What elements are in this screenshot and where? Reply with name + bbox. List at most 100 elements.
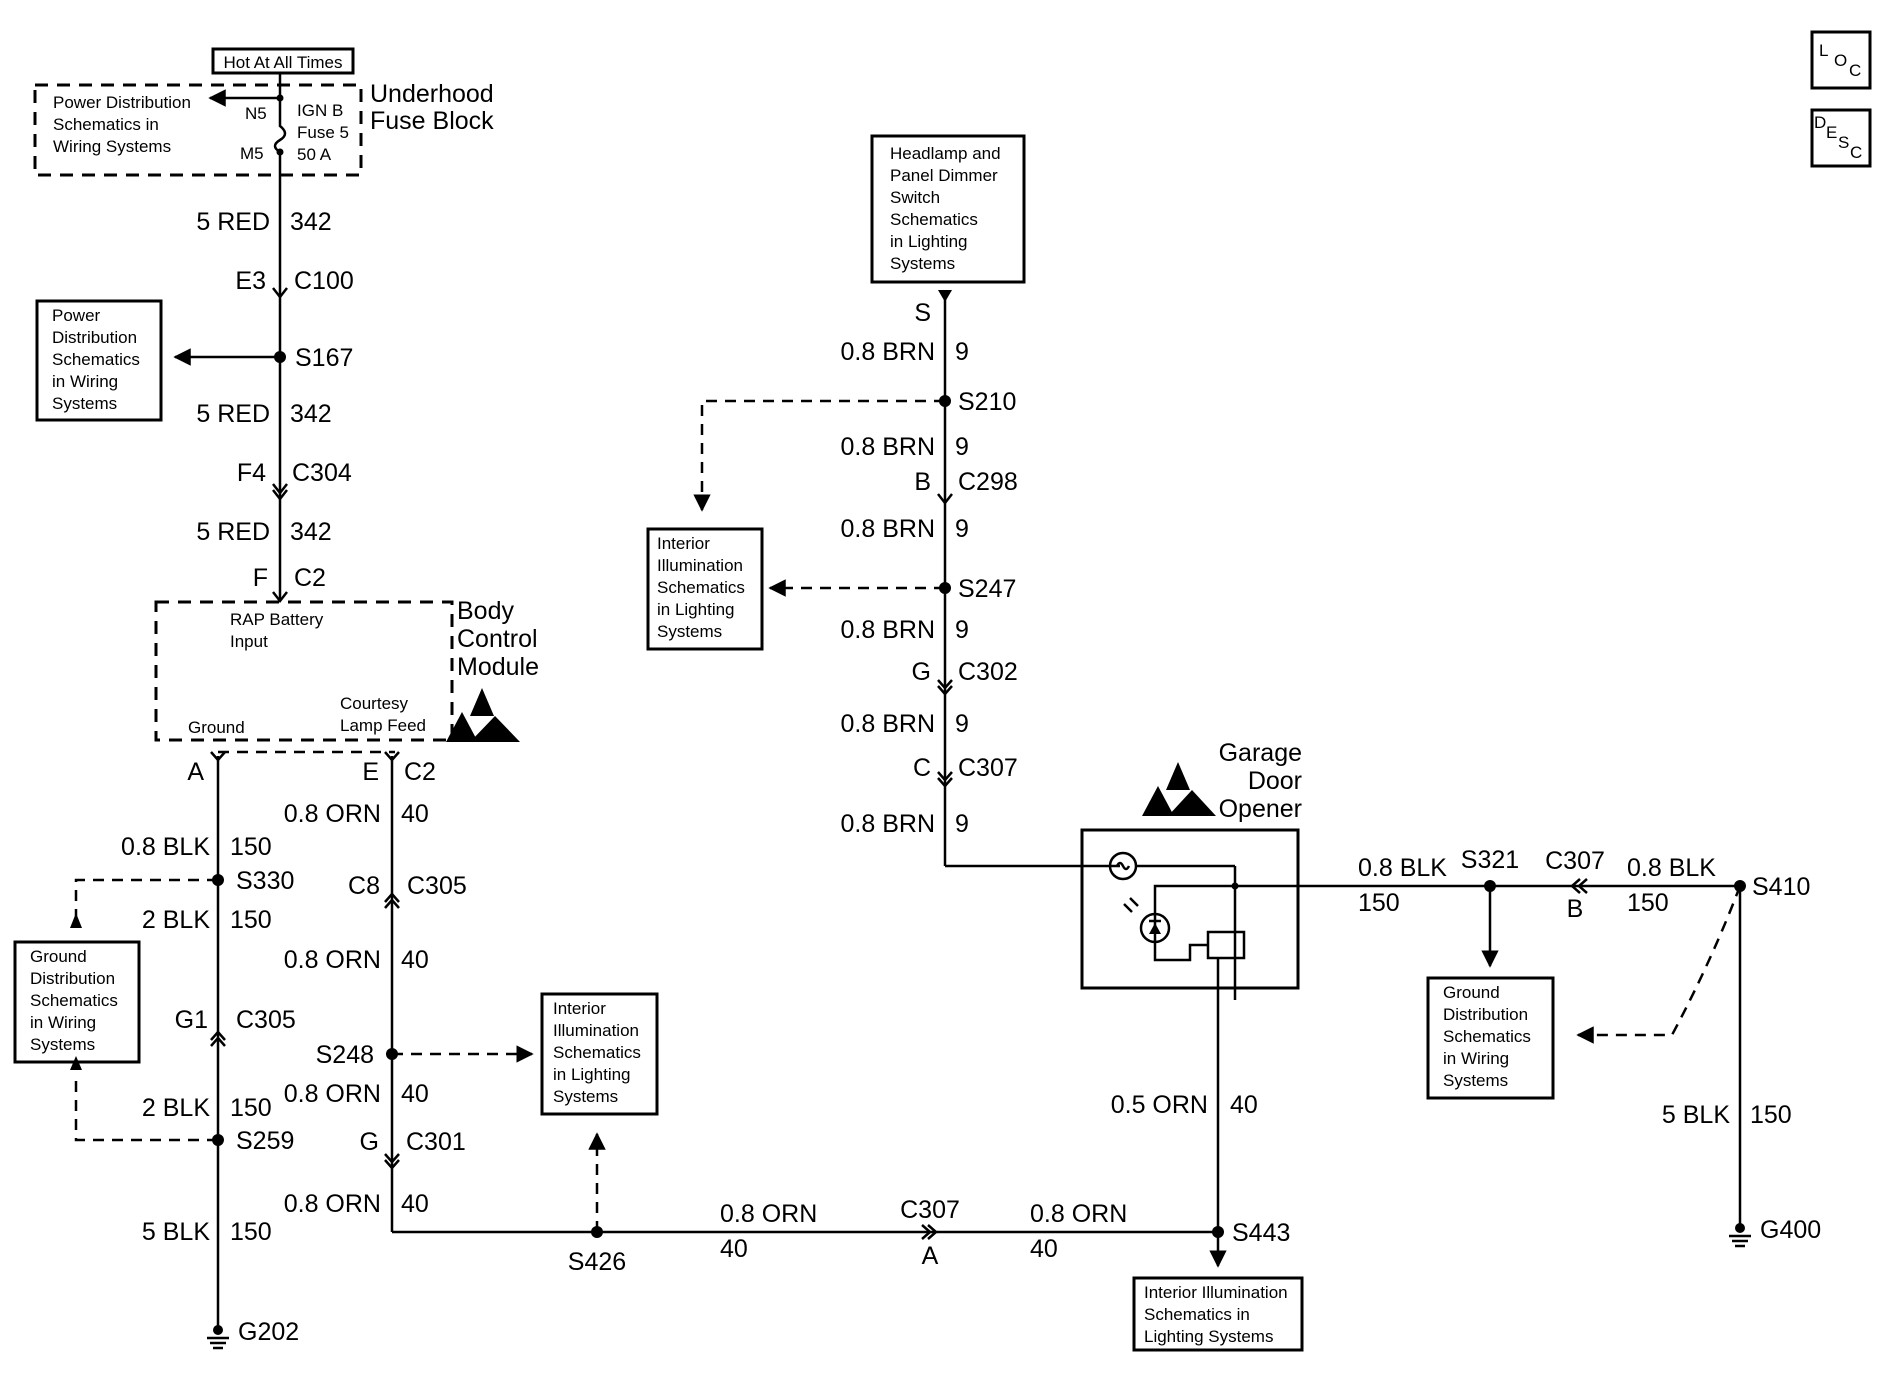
- svg-text:in Wiring: in Wiring: [30, 1013, 96, 1032]
- svg-text:342: 342: [290, 518, 332, 546]
- svg-text:G: G: [360, 1128, 379, 1156]
- underhood-fuse-block: Underhood Fuse Block Power Distribution …: [33, 80, 494, 177]
- svg-text:B: B: [914, 468, 931, 496]
- headlamp-dimmer-ref-box: Headlamp and Panel Dimmer Switch Schemat…: [870, 134, 1026, 284]
- svg-text:C100: C100: [294, 267, 354, 295]
- svg-text:9: 9: [955, 338, 969, 366]
- svg-text:Ground: Ground: [188, 718, 245, 737]
- svg-text:Distribution: Distribution: [52, 328, 137, 347]
- svg-text:C: C: [913, 754, 931, 782]
- svg-text:S259: S259: [236, 1127, 294, 1155]
- svg-text:50 A: 50 A: [297, 145, 332, 164]
- svg-text:Lamp Feed: Lamp Feed: [340, 716, 426, 735]
- svg-text:150: 150: [230, 833, 272, 861]
- svg-text:9: 9: [955, 810, 969, 838]
- svg-text:0.8 BRN: 0.8 BRN: [841, 515, 935, 543]
- svg-text:Schematics: Schematics: [52, 350, 140, 369]
- svg-text:G1: G1: [175, 1006, 208, 1034]
- esd-warning-icon-2: [1142, 762, 1216, 816]
- svg-text:342: 342: [290, 208, 332, 236]
- svg-text:S: S: [914, 299, 931, 327]
- svg-text:0.8 BRN: 0.8 BRN: [841, 616, 935, 644]
- svg-text:0.8 BRN: 0.8 BRN: [841, 433, 935, 461]
- svg-text:RAP Battery: RAP Battery: [230, 610, 324, 629]
- svg-text:0.8 ORN: 0.8 ORN: [1030, 1200, 1127, 1228]
- svg-text:0.8 BLK: 0.8 BLK: [121, 833, 210, 861]
- svg-text:5 RED: 5 RED: [196, 400, 270, 428]
- svg-text:Power Distribution: Power Distribution: [53, 93, 191, 112]
- svg-text:C2: C2: [294, 564, 326, 592]
- svg-text:C305: C305: [407, 872, 467, 900]
- svg-text:G202: G202: [238, 1318, 299, 1346]
- interior-illumination-ref-box-1: Interior Illumination Schematics in Ligh…: [540, 992, 659, 1116]
- svg-text:9: 9: [955, 433, 969, 461]
- svg-text:Interior Illumination: Interior Illumination: [1144, 1283, 1288, 1302]
- hot-at-all-times-label: Hot At All Times: [211, 47, 355, 75]
- svg-text:S410: S410: [1752, 873, 1810, 901]
- svg-text:S210: S210: [958, 388, 1016, 416]
- svg-text:Wiring Systems: Wiring Systems: [53, 137, 171, 156]
- svg-text:C: C: [1849, 61, 1861, 80]
- esd-warning-icon: [446, 688, 520, 742]
- svg-text:F4: F4: [237, 459, 266, 487]
- svg-text:40: 40: [1030, 1235, 1058, 1263]
- svg-text:9: 9: [955, 616, 969, 644]
- svg-text:S: S: [1838, 133, 1849, 152]
- svg-text:0.8 ORN: 0.8 ORN: [284, 1190, 381, 1218]
- svg-text:0.8 ORN: 0.8 ORN: [284, 1080, 381, 1108]
- svg-text:S248: S248: [316, 1041, 374, 1069]
- svg-text:0.8 ORN: 0.8 ORN: [284, 800, 381, 828]
- svg-text:150: 150: [1358, 889, 1400, 917]
- svg-text:Ground: Ground: [30, 947, 87, 966]
- svg-text:C: C: [1850, 143, 1862, 162]
- location-icon[interactable]: L O C: [1810, 30, 1872, 90]
- description-icon[interactable]: D E S C: [1810, 108, 1872, 168]
- svg-text:C304: C304: [292, 459, 352, 487]
- svg-text:E3: E3: [235, 267, 266, 295]
- svg-text:C302: C302: [958, 658, 1018, 686]
- svg-text:0.8 BLK: 0.8 BLK: [1627, 854, 1716, 882]
- svg-text:0.5 ORN: 0.5 ORN: [1111, 1091, 1208, 1119]
- svg-text:150: 150: [1750, 1101, 1792, 1129]
- svg-text:S247: S247: [958, 575, 1016, 603]
- svg-text:Systems: Systems: [890, 254, 955, 273]
- svg-text:Distribution: Distribution: [1443, 1005, 1528, 1024]
- ground-g202-icon: [207, 1325, 229, 1350]
- svg-text:Schematics in: Schematics in: [53, 115, 159, 134]
- svg-text:S167: S167: [295, 344, 353, 372]
- svg-text:S443: S443: [1232, 1219, 1290, 1247]
- svg-text:5 RED: 5 RED: [196, 518, 270, 546]
- svg-text:0.8 BRN: 0.8 BRN: [841, 710, 935, 738]
- svg-text:150: 150: [230, 1218, 272, 1246]
- svg-text:40: 40: [401, 1190, 429, 1218]
- svg-text:E: E: [1826, 123, 1837, 142]
- svg-text:Fuse Block: Fuse Block: [370, 107, 494, 135]
- power-distribution-ref-box: Power Distribution Schematics in Wiring …: [35, 299, 163, 422]
- svg-text:Panel Dimmer: Panel Dimmer: [890, 166, 998, 185]
- svg-text:Schematics: Schematics: [553, 1043, 641, 1062]
- svg-text:E: E: [362, 758, 379, 786]
- svg-text:S321: S321: [1461, 846, 1519, 874]
- fuse-symbol: [273, 100, 287, 168]
- svg-text:Power: Power: [52, 306, 101, 325]
- svg-text:in Wiring: in Wiring: [52, 372, 118, 391]
- svg-text:40: 40: [401, 946, 429, 974]
- svg-text:0.8 BLK: 0.8 BLK: [1358, 854, 1447, 882]
- svg-text:C307: C307: [958, 754, 1018, 782]
- svg-text:O: O: [1834, 51, 1847, 70]
- svg-text:C298: C298: [958, 468, 1018, 496]
- svg-text:Body: Body: [457, 597, 514, 625]
- svg-text:Module: Module: [457, 653, 539, 681]
- svg-text:Headlamp and: Headlamp and: [890, 144, 1001, 163]
- svg-text:0.8 BRN: 0.8 BRN: [841, 810, 935, 838]
- svg-text:Lighting Systems: Lighting Systems: [1144, 1327, 1273, 1346]
- svg-text:5 RED: 5 RED: [196, 208, 270, 236]
- svg-text:C305: C305: [236, 1006, 296, 1034]
- svg-text:Illumination: Illumination: [553, 1021, 639, 1040]
- svg-text:Illumination: Illumination: [657, 556, 743, 575]
- garage-door-opener: Garage Door Opener: [1080, 739, 1302, 1000]
- svg-text:Systems: Systems: [52, 394, 117, 413]
- svg-text:40: 40: [401, 800, 429, 828]
- svg-text:0.8 ORN: 0.8 ORN: [720, 1200, 817, 1228]
